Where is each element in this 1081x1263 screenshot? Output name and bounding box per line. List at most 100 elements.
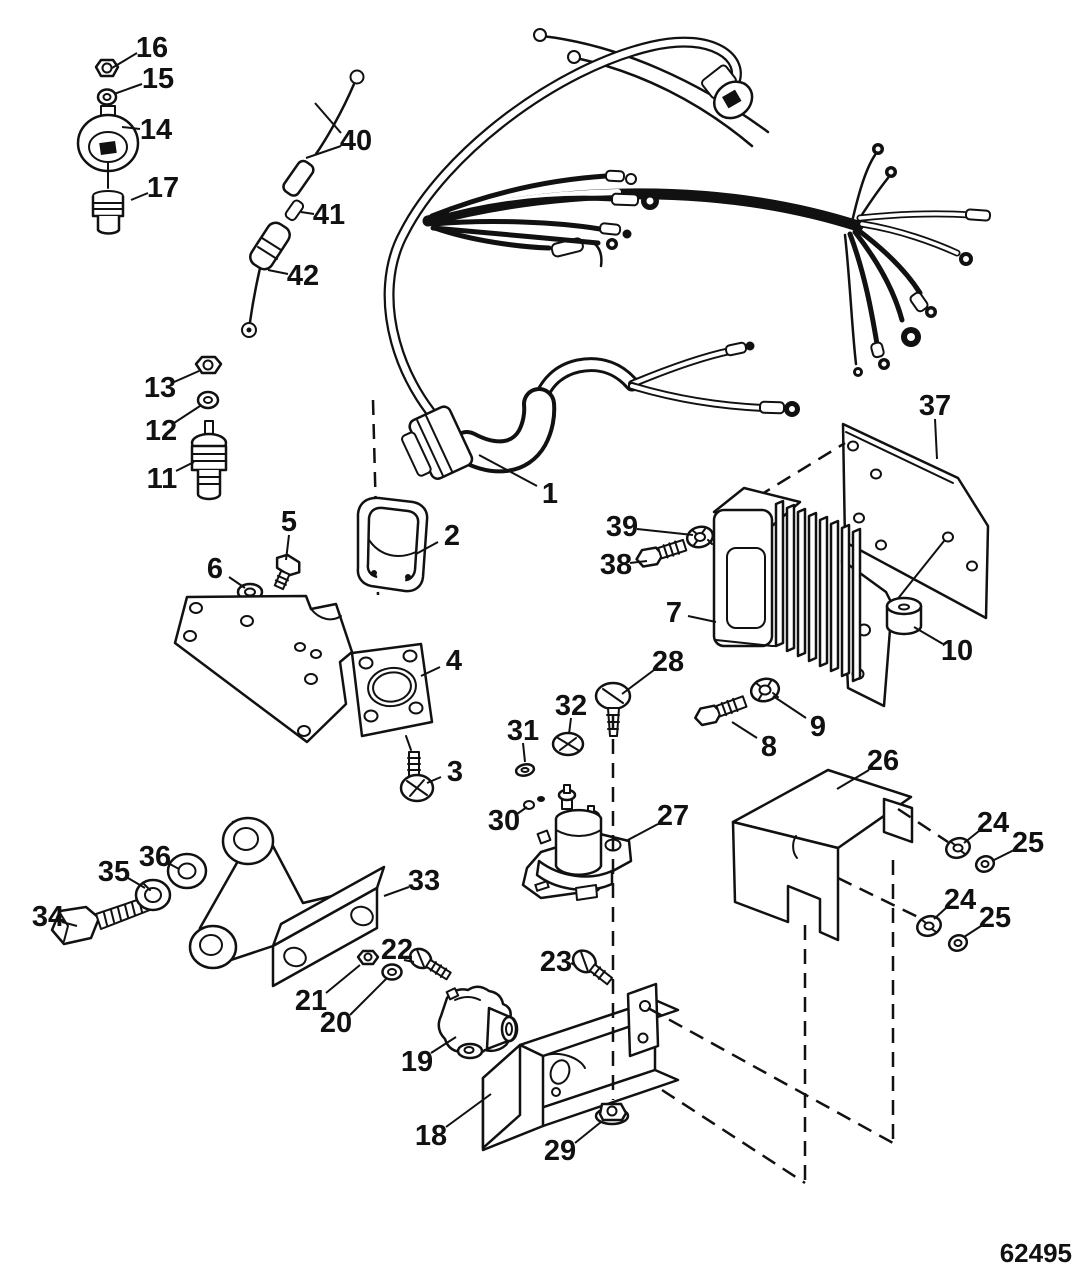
wire-r1 — [850, 153, 877, 224]
bolt-8 — [694, 695, 748, 727]
cable-top-eyelet — [349, 69, 365, 85]
callout-leader-17 — [130, 192, 149, 201]
solenoid-27 — [521, 784, 633, 901]
cable-boot-42 — [249, 221, 291, 271]
bracket-18 — [481, 982, 680, 1152]
callout-24a: 24 — [977, 807, 1009, 839]
callout-7: 7 — [666, 597, 682, 629]
callout-leader-3 — [426, 776, 442, 784]
callout-leader-32 — [568, 717, 572, 735]
eyelet-terminal — [533, 28, 547, 42]
callout-leader-21 — [325, 964, 361, 994]
bullet-sleeve — [604, 169, 626, 183]
temp-sender-11 — [190, 420, 228, 501]
branch-ring-core — [630, 384, 766, 410]
callout-17: 17 — [147, 172, 179, 204]
cover-26 — [731, 768, 914, 942]
nut-29 — [594, 1102, 630, 1126]
washer-25a — [974, 855, 996, 873]
washer-20 — [381, 963, 403, 981]
eyelet-terminal — [567, 50, 581, 64]
callout-16: 16 — [136, 32, 168, 64]
crimp-sleeve — [610, 192, 640, 207]
callout-leader-24b — [933, 907, 947, 920]
callout-leader-37 — [934, 418, 938, 460]
callout-leader-10 — [913, 626, 944, 645]
bullet-tip — [622, 229, 632, 239]
harness-lower-trunk-core — [534, 360, 637, 409]
bolt-38 — [635, 538, 688, 568]
star-washer-24b — [916, 914, 942, 938]
callout-24b: 24 — [944, 884, 976, 916]
component-19 — [437, 985, 519, 1060]
callout-29: 29 — [544, 1135, 576, 1167]
drawing-number: 62495 — [1000, 1238, 1072, 1263]
callout-23: 23 — [540, 946, 572, 978]
callout-leader-25a — [991, 849, 1015, 862]
callout-leader-1 — [478, 454, 538, 487]
callout-leader-14 — [121, 126, 141, 130]
washer-15 — [96, 88, 118, 106]
harness-plug-connector — [401, 405, 474, 480]
callout-21: 21 — [295, 985, 327, 1017]
callout-leader-22 — [403, 959, 415, 963]
callout-leader-9 — [772, 695, 807, 719]
callout-leader-40 — [314, 102, 342, 134]
callout-8: 8 — [761, 731, 777, 763]
callout-leader-25b — [963, 925, 982, 938]
harness-loop-core — [385, 38, 740, 449]
mounting-plate-37 — [841, 422, 990, 620]
screw-22 — [408, 947, 452, 981]
wire-r7 — [847, 231, 880, 347]
pressure-sender-14 — [76, 105, 140, 189]
callout-leader-6 — [228, 576, 246, 589]
screw-23 — [571, 949, 614, 986]
callout-35: 35 — [98, 856, 130, 888]
callout-leader-19 — [430, 1036, 457, 1054]
callout-leader-26 — [836, 769, 870, 790]
ring-hole — [646, 197, 654, 205]
callout-leader-23 — [570, 962, 577, 967]
callout-3: 3 — [447, 756, 463, 788]
wire-ring-1 — [429, 195, 617, 223]
callout-leader-5 — [285, 534, 290, 561]
callout-leader-13 — [173, 370, 200, 383]
clip-30 — [523, 796, 545, 810]
callout-leader-36 — [167, 862, 180, 870]
callout-leader-8 — [731, 721, 758, 739]
alignment-dash-regulator — [756, 441, 846, 499]
callout-leader-11 — [175, 461, 195, 472]
callout-34: 34 — [32, 901, 64, 933]
wire-r4-core — [860, 222, 959, 255]
star-washer-39 — [685, 525, 715, 549]
callout-leader-20 — [349, 977, 388, 1016]
wire-hook — [580, 240, 603, 268]
callout-1: 1 — [542, 478, 558, 510]
flat-terminal — [964, 208, 992, 222]
cable-assembly — [241, 69, 365, 338]
callout-25b: 25 — [979, 902, 1011, 934]
callout-leader-39 — [636, 528, 694, 536]
wire-to-spade — [432, 225, 552, 251]
nut-16 — [94, 58, 120, 78]
ring-hole — [609, 241, 615, 247]
callout-leader-38 — [629, 560, 648, 564]
callout-19: 19 — [401, 1046, 433, 1078]
callout-9: 9 — [810, 711, 826, 743]
callout-leader-27 — [625, 823, 659, 842]
callout-leader-16 — [111, 52, 138, 69]
callout-4: 4 — [446, 645, 462, 677]
callout-6: 6 — [207, 553, 223, 585]
callout-32: 32 — [555, 690, 587, 722]
callout-leader-24a — [963, 830, 980, 844]
callout-36: 36 — [139, 841, 171, 873]
bracket-33 — [188, 816, 386, 988]
callout-38: 38 — [600, 549, 632, 581]
temp-sender-assembly — [190, 355, 228, 501]
bolt-5 — [273, 553, 301, 591]
callout-11: 11 — [147, 463, 178, 495]
callout-leader-42 — [267, 269, 289, 275]
crimp-sleeve — [870, 341, 885, 359]
